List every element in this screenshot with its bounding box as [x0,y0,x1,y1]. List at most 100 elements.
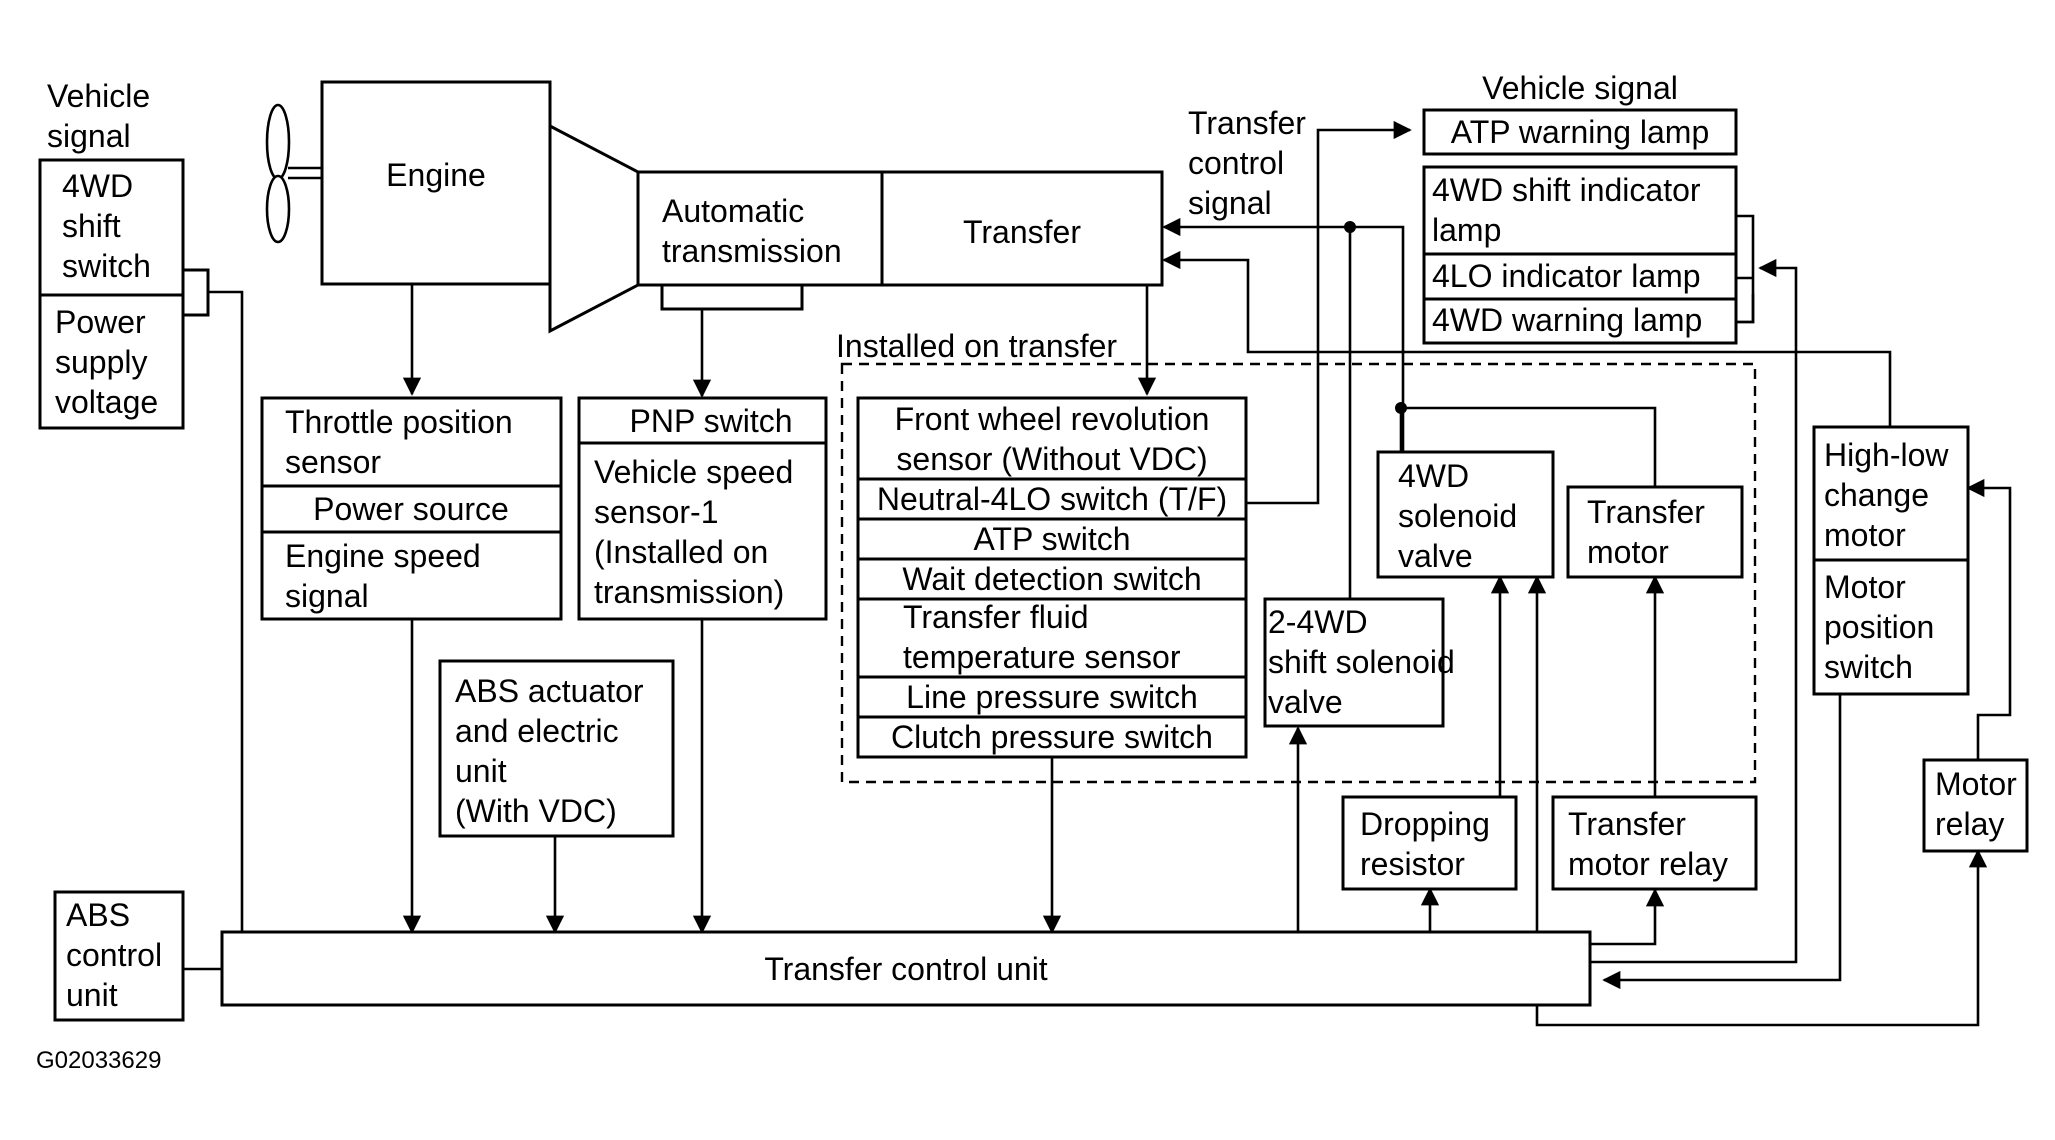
abs-actuator-label: unit [455,753,507,789]
dropping-resistor-box [1341,795,1518,891]
solenoid-24wd-box [1263,597,1445,728]
wire-to-atp-warning-lamp [1246,120,1412,505]
wire-tcu-to-lamps [1590,258,1798,964]
throttle-group-box [260,396,563,621]
front-wheel-sensor-label: Front wheel revolution [895,401,1210,437]
fan-icon [265,103,322,244]
abs-control-unit-box [53,890,185,1022]
solenoid-24wd-label: shift solenoid [1268,644,1455,680]
fluid-temp-sensor-label: Transfer fluid [903,599,1089,635]
transfer-control-unit-box [220,930,1592,1007]
transfer-control-signal-label: signal [1188,185,1272,221]
motor-relay-box [1922,758,2029,853]
line-pressure-switch-label: Line pressure switch [906,679,1198,715]
shift-switch-label: switch [62,248,151,284]
solenoid-4wd-label: valve [1398,538,1473,574]
power-source-label: Power source [313,491,509,527]
transfer-motor-box [1566,485,1744,579]
power-supply-label: Power [55,304,146,340]
shift-indicator-lamp-label: lamp [1432,212,1501,248]
wire-high-low-motor-to-transfer [1162,250,1892,427]
solenoid-4wd-box [1376,450,1555,579]
connection-lines [181,120,2012,1027]
motor-relay-label: Motor [1935,766,2017,802]
automatic-transmission-label: transmission [662,233,842,269]
abs-actuator-box [438,659,675,838]
vehicle-speed-sensor-label: transmission) [594,574,784,610]
wire-transfer-motor-top [1401,406,1657,487]
motor-position-switch-label: Motor [1824,569,1906,605]
abs-actuator-label: (With VDC) [455,793,617,829]
vehicle-signal-left-label: Vehicle [47,78,150,114]
abs-control-unit-label: unit [66,977,118,1013]
power-supply-label: supply [55,344,148,380]
engine-speed-label: signal [285,578,369,614]
lamp-bracket-mid [1736,294,1755,324]
engine-box [320,80,552,286]
wait-detection-switch-label: Wait detection switch [902,561,1201,597]
motor-position-switch-label: position [1824,609,1934,645]
transfer-control-signal-label: control [1188,145,1284,181]
solenoid-24wd-label: 2-4WD [1268,604,1368,640]
4lo-indicator-lamp-label: 4LO indicator lamp [1432,258,1701,294]
lamp-bracket-top [1736,214,1755,324]
pnp-switch-label: PNP switch [629,403,792,439]
engine-speed-label: Engine speed [285,538,481,574]
transfer-control-signal-label: Transfer [1188,105,1306,141]
fluid-temp-sensor-label: temperature sensor [903,639,1181,675]
vehicle-signal-right-label: Vehicle signal [1482,70,1678,106]
motor-position-switch-label: switch [1824,649,1913,685]
wire-shift-switch-to-tcu [208,290,244,933]
transfer-motor-label: Transfer [1587,494,1705,530]
shift-indicator-lamp-label: 4WD shift indicator [1432,172,1701,208]
vehicle-signal-left-label: signal [47,118,131,154]
transfer-box [880,170,1164,287]
bell-housing-shape [548,123,640,334]
transmission-pan [660,283,804,311]
solenoid-24wd-label: valve [1268,684,1343,720]
wire-tcu-to-motor-relay [1590,888,1665,946]
transfer-motor-relay-box [1551,795,1758,891]
pnp-group-box [577,396,828,621]
wire-position-switch-to-tcu [1602,694,1842,990]
installed-on-transfer-region [840,362,1757,784]
high-low-motor-label: motor [1824,517,1906,553]
dropping-resistor-label: Dropping [1360,806,1490,842]
4wd-warning-lamp-label: 4WD warning lamp [1432,302,1702,338]
high-low-motor-label: High-low [1824,437,1949,473]
atp-warning-lamp-box [1422,108,1738,156]
solenoid-4wd-label: solenoid [1398,498,1517,534]
vehicle-speed-sensor-label: (Installed on [594,534,768,570]
solenoid-4wd-label: 4WD [1398,458,1469,494]
engine-label: Engine [386,157,486,193]
wire-tcu-to-motor-relay-right [1535,849,1988,1027]
vehicle-speed-sensor-label: sensor-1 [594,494,719,530]
abs-actuator-label: ABS actuator [455,673,644,709]
vehicle-speed-sensor-label: Vehicle speed [594,454,793,490]
figure-code: G02033629 [36,1047,161,1074]
throttle-sensor-label: Throttle position [285,404,513,440]
automatic-transmission-label: Automatic [662,193,804,229]
atp-warning-lamp-label: ATP warning lamp [1451,114,1709,150]
transfer-motor-relay-label: Transfer [1568,806,1686,842]
shift-switch-label: shift [62,208,121,244]
front-wheel-sensor-label: sensor (Without VDC) [896,441,1207,477]
shift-switch-label: 4WD [62,168,133,204]
dropping-resistor-label: resistor [1360,846,1465,882]
throttle-sensor-label: sensor [285,444,381,480]
motor-relay-label: relay [1935,806,2004,842]
wire-relay-to-high-low-motor [1966,478,2012,760]
transfer-motor-relay-label: motor relay [1568,846,1728,882]
installed-on-transfer-label: Installed on transfer [836,328,1117,364]
clutch-pressure-switch-label: Clutch pressure switch [891,719,1213,755]
sensor-stack-box [856,396,1248,759]
transfer-control-unit-label: Transfer control unit [764,951,1047,987]
transfer-label: Transfer [963,214,1081,250]
connector-stub [181,268,210,317]
high-low-motor-label: change [1824,477,1929,513]
neutral-4lo-switch-label: Neutral-4LO switch (T/F) [877,481,1227,517]
power-supply-label: voltage [55,384,158,420]
wire-transfer-control-signal [1162,217,1405,456]
abs-actuator-label: and electric [455,713,619,749]
